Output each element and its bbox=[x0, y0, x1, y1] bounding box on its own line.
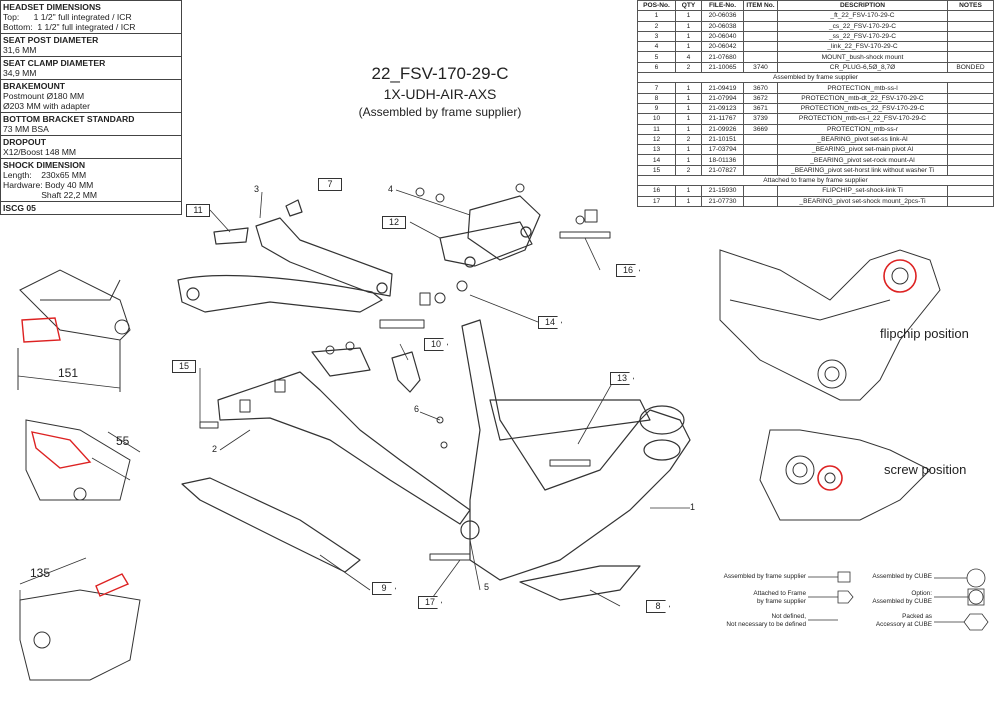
callout-4: 4 bbox=[388, 184, 394, 194]
spec-heading: ISCG 05 bbox=[3, 203, 36, 213]
callout-3: 3 bbox=[254, 184, 260, 194]
spec-line: 34,9 MM bbox=[3, 68, 37, 78]
spec-heading: BOTTOM BRACKET STANDARD bbox=[3, 114, 135, 124]
rocker-link-part bbox=[467, 195, 541, 261]
spec-heading: SEAT CLAMP DIAMETER bbox=[3, 58, 106, 68]
spec-line: Top: 1 1/2" full integrated / ICR bbox=[3, 12, 132, 22]
screw-position-label: screw position bbox=[884, 462, 967, 477]
callout-7: 7 bbox=[318, 178, 342, 191]
chainstay-protector-part bbox=[181, 477, 361, 573]
spec-line: 31,6 MM bbox=[3, 45, 37, 55]
callout-9: 9 bbox=[372, 582, 396, 595]
spec-heading: SHOCK DIMENSION bbox=[3, 160, 86, 170]
seatstay-part bbox=[177, 274, 383, 313]
drawing-subtitle: 1X-UDH-AIR-AXS bbox=[383, 86, 497, 102]
spec-line: Shaft 22,2 MM bbox=[3, 190, 98, 200]
detail-protector-highlight-2 bbox=[31, 431, 92, 469]
callout-16: 16 bbox=[616, 264, 640, 277]
detail-protector-highlight-3 bbox=[95, 573, 130, 597]
callout-8: 8 bbox=[646, 600, 670, 613]
callout-15: 15 bbox=[172, 360, 196, 373]
callout-17: 17 bbox=[418, 596, 442, 609]
assembly-note: (Assembled by frame supplier) bbox=[358, 105, 522, 119]
spec-heading: DROPOUT bbox=[3, 137, 46, 147]
callout-11: 11 bbox=[186, 204, 210, 217]
spec-line: X12/Boost 148 MM bbox=[3, 147, 77, 157]
front-triangle-part bbox=[461, 319, 691, 581]
spec-line: Postmount Ø180 MM bbox=[3, 91, 85, 101]
spec-line: Hardware: Body 40 MM bbox=[3, 180, 94, 190]
callout-6: 6 bbox=[414, 404, 420, 414]
callout-2: 2 bbox=[212, 444, 218, 454]
spec-line: Bottom: 1 1/2" full integrated / ICR bbox=[3, 22, 136, 32]
legend-option-cube: Option:Assembled by CUBE bbox=[872, 590, 932, 605]
callout-10: 10 bbox=[424, 338, 448, 351]
spec-heading: HEADSET DIMENSIONS bbox=[3, 2, 101, 12]
spec-heading: SEAT POST DIAMETER bbox=[3, 35, 99, 45]
dimension-151: 151 bbox=[58, 366, 79, 380]
callout-13: 13 bbox=[610, 372, 634, 385]
flipchip-circle bbox=[883, 259, 917, 293]
callout-14: 14 bbox=[538, 316, 562, 329]
legend-assembled-supplier: Assembled by frame supplier bbox=[723, 573, 806, 580]
legend-assembled-cube: Assembled by CUBE bbox=[872, 573, 932, 580]
drawing-title: 22_FSV-170-29-C bbox=[371, 64, 509, 83]
spec-line: Length: 230x65 MM bbox=[3, 170, 87, 180]
spec-line: 73 MM BSA bbox=[3, 124, 49, 134]
spec-block: ISCG 05 bbox=[1, 202, 181, 214]
dimension-135: 135 bbox=[30, 566, 51, 580]
downtube-protector-part bbox=[519, 565, 641, 601]
callout-1: 1 bbox=[690, 502, 696, 512]
dimension-55: 55 bbox=[116, 434, 130, 448]
spec-line: Ø203 MM with adapter bbox=[3, 101, 90, 111]
flipchip-position-label: flipchip position bbox=[880, 326, 969, 341]
callout-12: 12 bbox=[382, 216, 406, 229]
screw-position-circle bbox=[817, 465, 843, 491]
legend-not-defined: Not defined,Not necessary to be defined bbox=[726, 613, 806, 628]
table-cell bbox=[947, 195, 994, 207]
spec-heading: BRAKEMOUNT bbox=[3, 81, 66, 91]
callout-5: 5 bbox=[484, 582, 490, 592]
chainstay-part bbox=[217, 371, 471, 525]
detail-protector-highlight bbox=[21, 317, 61, 343]
